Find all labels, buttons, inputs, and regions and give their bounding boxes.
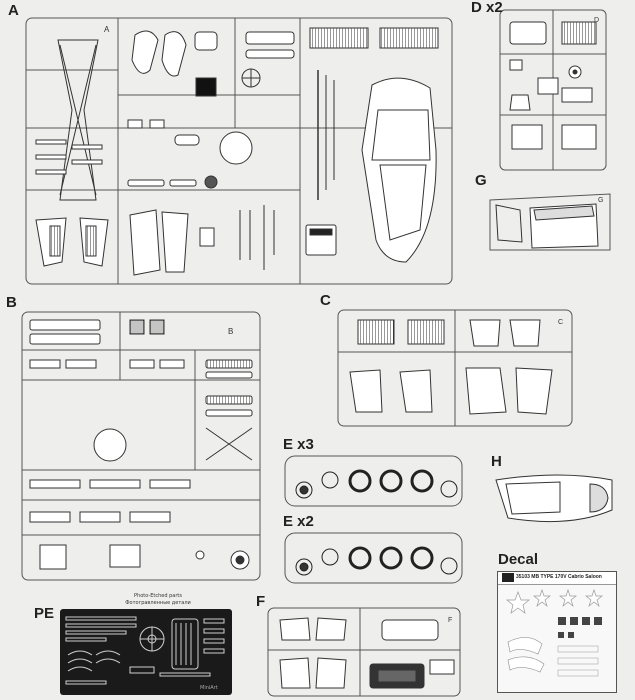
- sprue-e2-frame: [284, 532, 463, 584]
- sprue-f-frame: [267, 607, 461, 697]
- decal-header-bar: 35103 MB TYPE 170V Cabrio Saloon: [498, 572, 616, 585]
- svg-text:F: F: [448, 617, 452, 624]
- sprue-e1-parts: [295, 469, 458, 499]
- svg-text:G: G: [598, 197, 603, 204]
- svg-text:A: A: [104, 25, 110, 34]
- sprue-g-frame: [489, 193, 611, 251]
- sprue-e1-label: E x3: [283, 436, 314, 453]
- decal-label: Decal: [498, 551, 539, 568]
- pe-parts-drawing: [65, 616, 225, 685]
- sprue-e2-parts: [295, 546, 458, 576]
- decal-title: 35103 MB TYPE 170V Cabrio Saloon: [516, 574, 602, 580]
- sprue-f-parts: [279, 617, 455, 689]
- sprue-b-label: B: [6, 294, 17, 311]
- decal-sheet: 35103 MB TYPE 170V Cabrio Saloon: [497, 571, 617, 693]
- sprue-e2-label: E x2: [283, 513, 314, 530]
- pe-label: PE: [34, 605, 55, 622]
- sprue-b-parts: [29, 319, 253, 570]
- sprue-d-label: D x2: [471, 0, 503, 16]
- pe-caption-en: Photo-Etched parts: [134, 593, 182, 599]
- sprue-a-parts: [35, 27, 439, 276]
- sprue-a-label: A: [8, 2, 19, 19]
- decal-shapes: [506, 588, 603, 677]
- svg-text:D: D: [594, 17, 599, 24]
- sprue-g-label: G: [475, 172, 487, 189]
- pe-brand: MiniArt: [200, 685, 218, 691]
- sprue-f-label: F: [256, 593, 266, 610]
- sprue-c-parts: [349, 319, 553, 415]
- sprue-b-frame: [21, 311, 261, 581]
- svg-text:B: B: [228, 327, 233, 336]
- sprue-c-frame: [337, 309, 573, 427]
- sprue-c-label: C: [320, 292, 331, 309]
- sprue-d-parts: [509, 21, 597, 150]
- sprue-h-part: [495, 474, 613, 523]
- pe-caption-ru: Фотогравленные детали: [125, 600, 191, 606]
- decal-logo: [502, 573, 514, 582]
- sprue-g-parts: [495, 203, 599, 249]
- svg-text:C: C: [558, 319, 563, 326]
- photo-etched-fret: MiniArt: [60, 609, 232, 695]
- sprue-e1-frame: [284, 455, 463, 507]
- sprue-h-label: H: [491, 453, 502, 470]
